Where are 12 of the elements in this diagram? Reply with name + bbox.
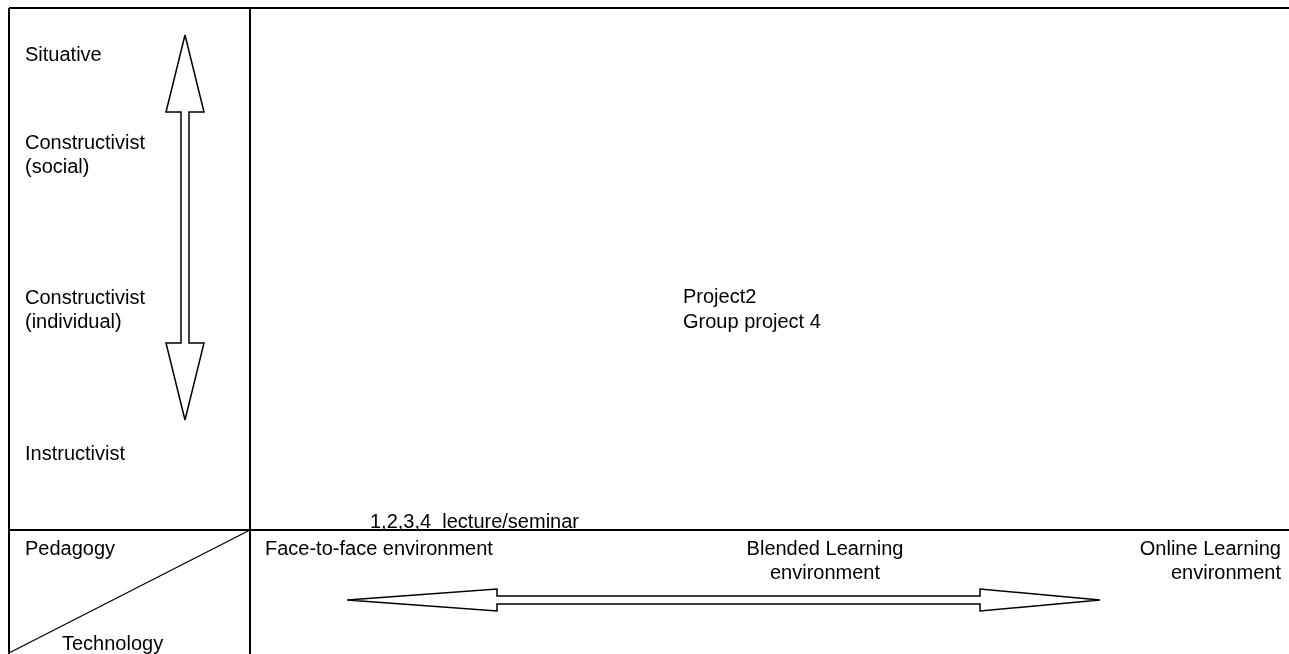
project-label: Project2 xyxy=(683,284,757,308)
axis-label: Face-to-face environment xyxy=(265,536,493,560)
axis-label: Constructivist (social) xyxy=(25,130,147,178)
activity-label: 1,2,3,4 lecture/seminar xyxy=(370,509,579,533)
axis-label: Instructivist xyxy=(25,441,126,465)
axis-label: Online Learning environment xyxy=(1138,536,1281,584)
row-heading: Pedagogy xyxy=(25,536,116,560)
project-label: Group project 4 xyxy=(683,309,821,333)
axis-label: Blended Learning environment xyxy=(745,536,905,584)
column-heading: Technology xyxy=(62,631,164,654)
axis-label: Situative xyxy=(25,42,102,66)
axis-label: Constructivist (individual) xyxy=(25,285,147,333)
